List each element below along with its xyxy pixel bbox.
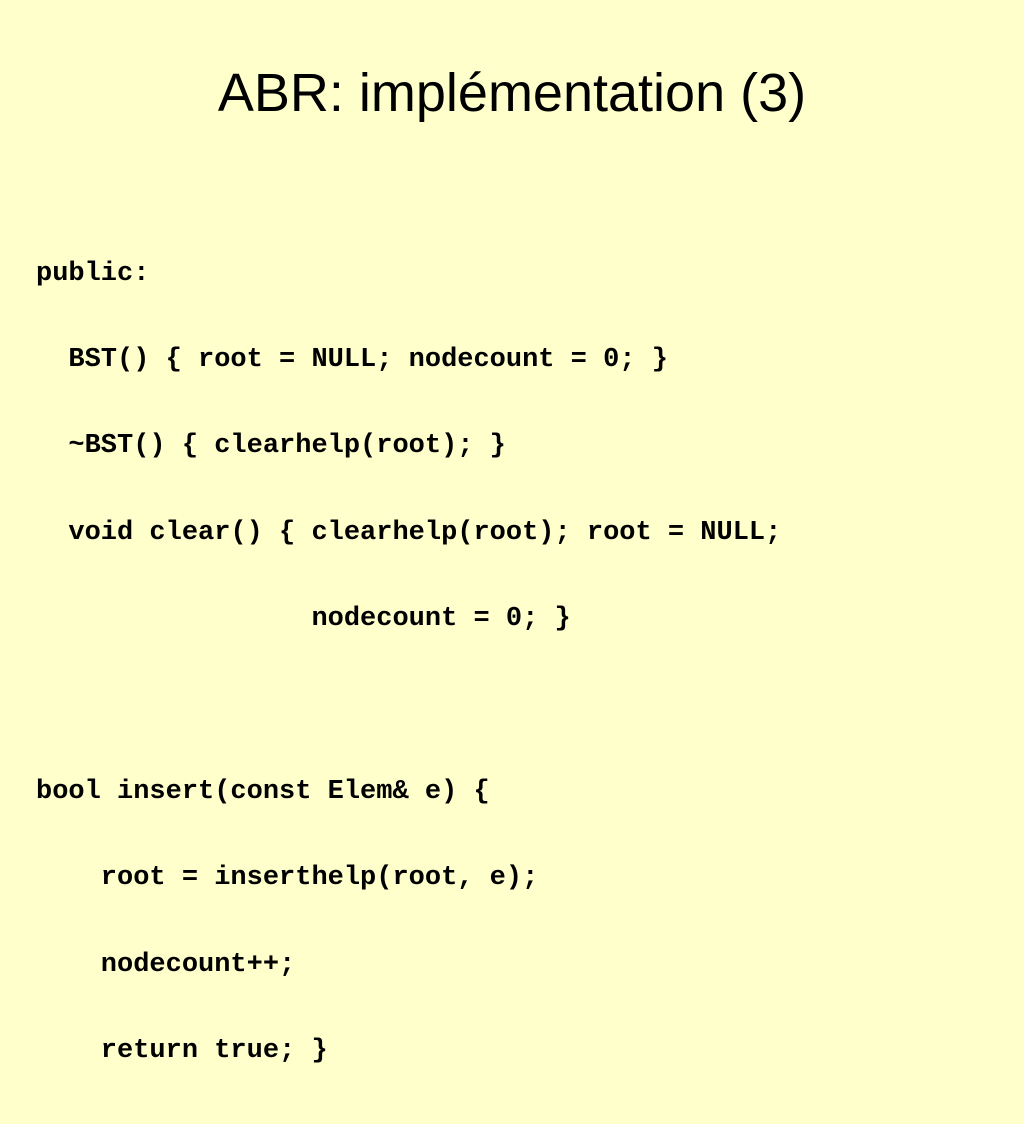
code-line-insert-root: root = inserthelp(root, e); [36, 863, 539, 894]
code-line-insert-signature: bool insert(const Elem& e) { [36, 776, 490, 807]
code-line-public: public: [36, 258, 150, 289]
code-line-clear-continued: nodecount = 0; } [36, 604, 571, 635]
slide: ABR: implémentation (3) public: BST() { … [36, 63, 807, 1066]
slide-title: ABR: implémentation (3) [217, 63, 807, 123]
code-line-blank [36, 692, 781, 721]
code-line-clear: void clear() { clearhelp(root); root = N… [36, 517, 782, 548]
code-block: public: BST() { root = NULL; nodecount =… [36, 202, 781, 1124]
code-line-insert-return: return true; } [36, 1036, 328, 1067]
code-line-constructor: BST() { root = NULL; nodecount = 0; } [36, 344, 668, 375]
code-line-insert-count: nodecount++; [36, 949, 296, 980]
code-line-destructor: ~BST() { clearhelp(root); } [36, 431, 506, 462]
